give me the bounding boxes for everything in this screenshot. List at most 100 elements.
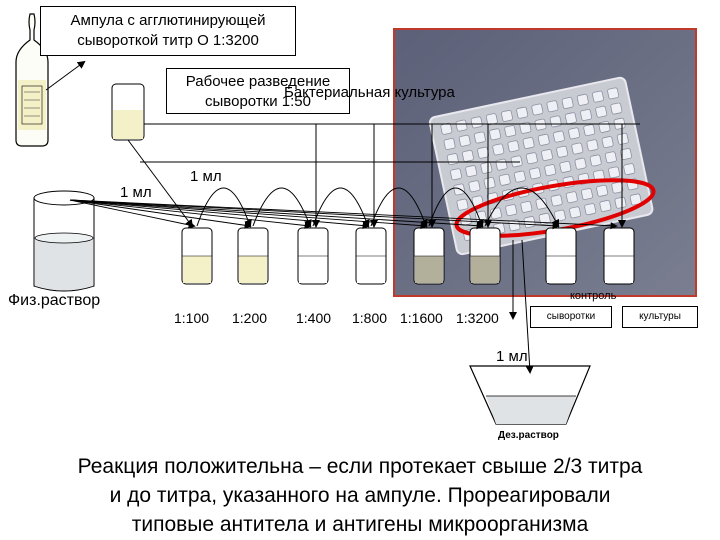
tube-liquid	[357, 256, 385, 283]
plate-well	[471, 116, 483, 128]
tube-liquid	[605, 256, 633, 283]
plate-well	[608, 166, 620, 178]
plate-well	[504, 125, 516, 137]
plate-well	[474, 132, 486, 144]
plate-well	[556, 146, 568, 158]
plate-well	[598, 121, 610, 133]
tube-liquid	[299, 256, 327, 283]
plate-well	[623, 163, 635, 175]
dilution-label: 1:3200	[456, 310, 499, 326]
plate-well	[508, 140, 520, 152]
volume-label-top: 1 мл	[190, 168, 222, 185]
plate-well	[584, 203, 596, 215]
dilution-label: 1:400	[296, 310, 331, 326]
saline-line	[70, 200, 368, 226]
plate-well	[496, 159, 508, 171]
plate-well	[440, 123, 452, 135]
control-serum-label: сыворотки	[547, 311, 595, 322]
caption-line1: Реакция положительна – если протекает св…	[0, 452, 720, 481]
plate-well	[610, 103, 622, 115]
plate-well	[607, 87, 619, 99]
plate-well	[544, 164, 556, 176]
plate-well	[611, 182, 623, 194]
plate-well	[516, 107, 528, 119]
volume-label-bottom: 1 мл	[496, 348, 528, 365]
ampoule-line1: Ампула с агглютинирующей	[41, 11, 295, 31]
disinfectant-vessel-icon	[470, 366, 590, 424]
plate-well	[599, 200, 611, 212]
plate-well	[592, 91, 604, 103]
plate-well	[456, 120, 468, 132]
plate-well	[444, 138, 456, 150]
plate-well	[580, 109, 592, 121]
plate-well	[526, 152, 538, 164]
tube-liquid	[547, 256, 575, 283]
plate-well	[523, 137, 535, 149]
plate-well	[450, 168, 462, 180]
plate-well	[615, 197, 627, 209]
caption-line3: типовые антитела и антигены микроорганиз…	[0, 510, 720, 539]
plate-well	[529, 167, 541, 179]
plate-well	[486, 113, 498, 125]
plate-well	[581, 188, 593, 200]
caption-line2: и до титра, указанного на ампуле. Прореа…	[0, 481, 720, 510]
plate-well	[605, 151, 617, 163]
volume-label-left: 1 мл	[120, 184, 152, 201]
plate-well	[559, 161, 571, 173]
plate-well	[551, 195, 563, 207]
plate-well	[547, 100, 559, 112]
plate-well	[596, 185, 608, 197]
control-serum-box: сыворотки	[530, 306, 612, 328]
plate-well	[568, 127, 580, 139]
plate-well	[553, 131, 565, 143]
dilution-label: 1:800	[352, 310, 387, 326]
plate-well	[569, 206, 581, 218]
tube-liquid	[471, 256, 499, 283]
plate-well	[520, 201, 532, 213]
tube-liquid	[415, 256, 443, 283]
plate-well	[554, 210, 566, 222]
plate-well	[511, 155, 523, 167]
saline-line	[70, 200, 426, 226]
plate-well	[538, 134, 550, 146]
bacterial-culture-label: Бактериальная культура	[284, 84, 455, 101]
dilution-label: 1:200	[232, 310, 267, 326]
working-tube-icon	[112, 84, 144, 140]
plate-well	[583, 124, 595, 136]
plate-well	[499, 174, 511, 186]
saline-beaker-icon	[34, 191, 94, 291]
plate-well	[565, 112, 577, 124]
plate-well	[501, 110, 513, 122]
plate-well	[617, 133, 629, 145]
plate-well	[587, 139, 599, 151]
transfer-arc	[313, 188, 368, 226]
ampoule-info-box: Ампула с агглютинирующей сывороткой титр…	[40, 6, 296, 56]
plate-well	[468, 180, 480, 192]
plate-well	[477, 147, 489, 159]
plate-well	[575, 158, 587, 170]
tube-liquid	[239, 256, 267, 283]
plate-well	[505, 204, 517, 216]
control-culture-label: культуры	[639, 311, 681, 322]
plate-well	[514, 171, 526, 183]
plate-well	[577, 94, 589, 106]
plate-well	[459, 135, 471, 147]
plate-well	[489, 128, 501, 140]
control-label: контроль	[570, 290, 616, 302]
caption: Реакция положительна – если протекает св…	[0, 452, 720, 539]
plate-well	[550, 115, 562, 127]
plate-well	[535, 119, 547, 131]
plate-well	[566, 191, 578, 203]
plate-well	[480, 162, 492, 174]
tube-liquid	[183, 256, 211, 283]
plate-well	[531, 104, 543, 116]
plate-well	[453, 184, 465, 196]
plate-well	[590, 155, 602, 167]
plate-well	[595, 106, 607, 118]
plate-well	[465, 165, 477, 177]
control-culture-box: культуры	[622, 306, 698, 328]
ampoule-line2: сывороткой титр О 1:3200	[41, 31, 295, 51]
plate-well	[462, 150, 474, 162]
plate-well	[447, 153, 459, 165]
plate-well	[492, 144, 504, 156]
